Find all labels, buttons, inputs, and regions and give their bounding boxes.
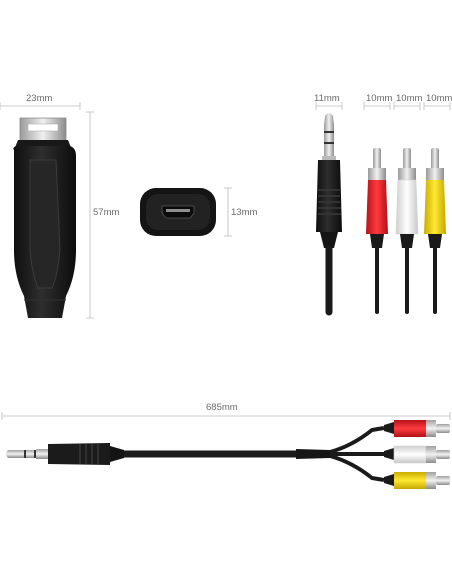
jack-width-label: 11mm [314,93,340,104]
rca-yellow-width-label: 10mm [426,93,452,104]
rca-red-horizontal [384,420,450,437]
adapter-dimension-lines [0,102,94,319]
rca-white-width-label: 10mm [396,93,423,104]
rca-white-horizontal [384,445,450,464]
rca-yellow-vertical [424,148,446,314]
rca-red-vertical [366,148,388,314]
audio-jack-vertical [316,113,342,316]
port-height-label: 13mm [231,207,258,218]
port-dimension-lines [224,187,232,237]
hdmi-port [140,188,216,236]
hdmi-adapter [13,117,77,318]
rca-yellow-horizontal [384,472,450,489]
rca-red-width-label: 10mm [366,93,393,104]
cable-length-line [1,412,451,420]
rca-white-vertical [395,148,419,314]
cable-length-label: 685mm [206,402,238,413]
connector-dimension-lines [315,102,451,110]
adapter-height-label: 57mm [93,207,120,218]
full-cable [6,420,450,489]
adapter-width-label: 23mm [26,93,53,104]
